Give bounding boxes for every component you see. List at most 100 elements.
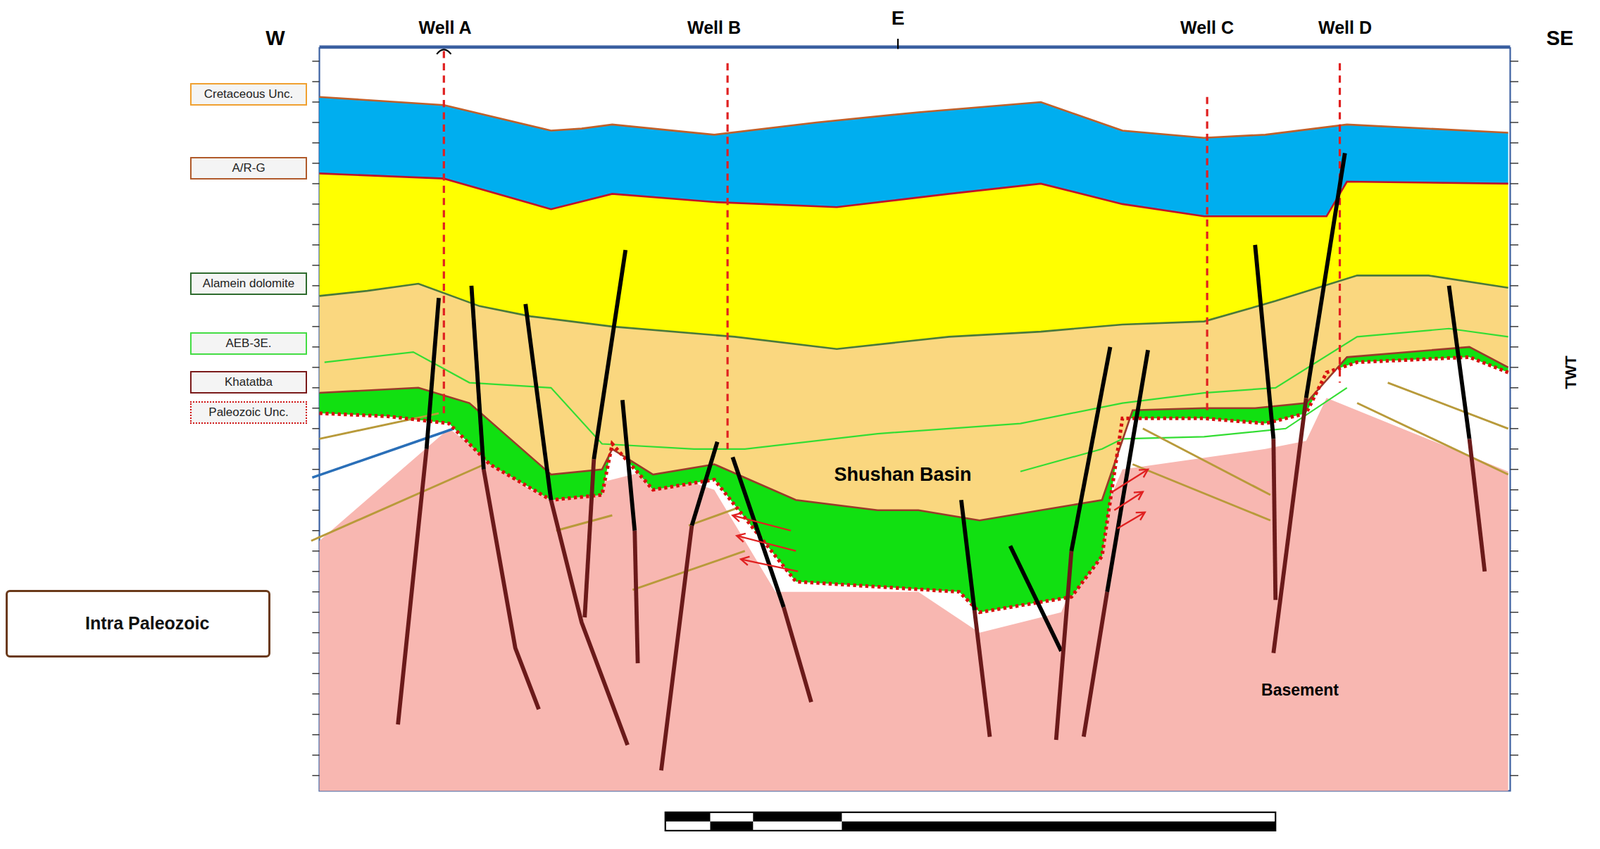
scale-block (752, 812, 842, 822)
section-label: Well A (418, 17, 472, 39)
axis-tick (1509, 632, 1519, 634)
axis-tick (1509, 734, 1519, 736)
fault (593, 250, 626, 460)
axis-tick (1509, 244, 1519, 246)
axis-tick (1509, 652, 1519, 654)
axis-tick (311, 366, 320, 368)
axis-tick (311, 591, 320, 593)
axis-tick (311, 754, 320, 756)
reflector-line (1388, 383, 1509, 429)
axis-tick (1509, 448, 1519, 450)
axis-tick (1509, 714, 1519, 715)
axis-tick (1509, 223, 1519, 225)
well-track (1338, 63, 1341, 384)
fault (622, 400, 635, 531)
section-label: Well B (687, 17, 741, 39)
horizon-box: A/R-G (190, 157, 308, 180)
reflector-line (1142, 428, 1271, 496)
axis-tick (1509, 305, 1519, 307)
reflector-line (1132, 464, 1271, 522)
axis-tick (311, 714, 320, 715)
horizon-box: Alamein dolomite (190, 272, 308, 296)
section-frame (319, 47, 1511, 791)
scale-block (665, 812, 711, 822)
axis-tick (1509, 366, 1519, 368)
arg-line (319, 173, 1509, 217)
axis-tick (311, 101, 320, 103)
fault (691, 442, 717, 527)
axis-label: TWT (1561, 355, 1581, 390)
axis-tick (311, 80, 320, 82)
horizon-name: Cretaceous Unc. (204, 87, 294, 101)
axis-tick (311, 469, 320, 470)
axis-tick (311, 244, 320, 246)
reflector-line (319, 413, 440, 439)
axis-tick (311, 448, 320, 450)
axis-tick (1509, 428, 1519, 429)
axis-tick (1509, 183, 1519, 184)
legend-text: Intra Paleozoic (85, 613, 210, 634)
axis-tick (311, 346, 320, 348)
axis-tick (1509, 611, 1519, 613)
axis-tick (311, 183, 320, 184)
fault-deep (783, 607, 812, 703)
khatatba-line (319, 347, 1509, 521)
axis-tick (1509, 326, 1519, 327)
arrow-head (1135, 512, 1146, 521)
horizon-box: Khatatba (190, 371, 308, 394)
axis-tick (311, 734, 320, 736)
legend-box: Intra Paleozoic (5, 590, 271, 658)
axis-tick (1509, 142, 1519, 143)
axis-tick (311, 673, 320, 674)
section-label: Well C (1180, 17, 1234, 39)
cretaceous-layer (319, 97, 1509, 217)
fault-deep (584, 459, 594, 618)
fault (1306, 152, 1346, 398)
fault (1071, 347, 1110, 552)
motion-arrow (1114, 492, 1143, 511)
horizon-name: AEB-3E. (225, 336, 272, 350)
e-tick (897, 38, 899, 49)
axis-tick (1509, 346, 1519, 348)
horizon-name: Paleozoic Unc. (208, 405, 289, 420)
axis-tick (311, 775, 320, 777)
motion-arrow (736, 535, 796, 552)
well-symbol (436, 49, 451, 55)
horizon-name: A/R-G (231, 161, 265, 175)
arrow-head (732, 513, 742, 522)
axis-tick (1509, 407, 1519, 409)
fault (1107, 350, 1148, 593)
axis-tick (1509, 203, 1519, 205)
axis-tick (1509, 509, 1519, 511)
axis-tick (311, 60, 320, 62)
fault (1449, 285, 1470, 439)
axis-tick (1509, 60, 1519, 62)
section-label: Well D (1318, 17, 1372, 39)
axis-tick (1509, 387, 1519, 389)
reflector-line (556, 515, 613, 531)
axis-tick (311, 285, 320, 286)
reflector-line (1357, 403, 1508, 475)
fault-deep (634, 530, 638, 664)
axis-tick (1509, 673, 1519, 674)
fault (1254, 245, 1274, 439)
axis-tick (311, 693, 320, 695)
fault (1009, 545, 1061, 651)
axis-tick (1509, 121, 1519, 123)
scale-block (841, 821, 1276, 831)
axis-tick (1509, 693, 1519, 695)
axis-tick (311, 632, 320, 634)
axis-tick (311, 305, 320, 307)
motion-arrow (732, 515, 791, 531)
fault (426, 297, 439, 450)
axis-tick (1509, 754, 1519, 756)
fault-deep (1056, 551, 1072, 741)
axis-tick (311, 550, 320, 552)
axis-tick (1509, 285, 1519, 286)
axis-tick (1509, 775, 1519, 777)
section-label: W (265, 26, 285, 50)
section-label: E (891, 7, 905, 30)
axis-tick (311, 326, 320, 327)
axis-tick (311, 571, 320, 572)
fault (471, 285, 484, 470)
